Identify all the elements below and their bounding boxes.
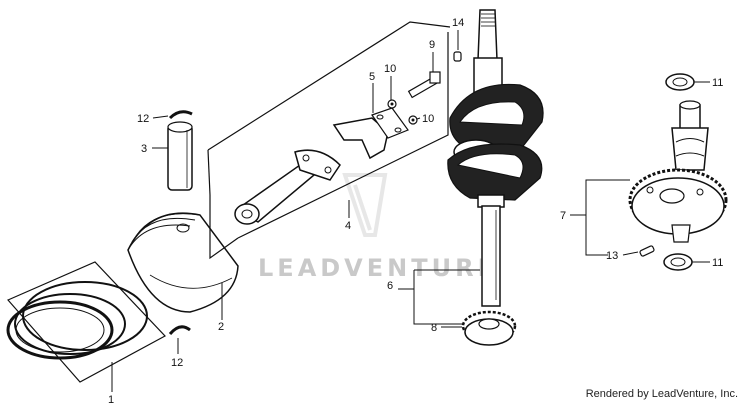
callout-2: 2 <box>218 321 224 333</box>
callout-6: 6 <box>387 280 393 292</box>
rod-bolt <box>407 71 441 99</box>
connecting-rod-assembly <box>207 21 451 260</box>
callout-1: 1 <box>108 394 114 406</box>
callout-9: 9 <box>429 39 435 51</box>
pin-clip-top <box>168 110 193 120</box>
crank-gear <box>461 310 517 346</box>
render-credit: Rendered by LeadVenture, Inc. <box>585 388 738 400</box>
pin-clip-bottom <box>168 325 191 335</box>
cam-washer-bottom <box>663 253 693 271</box>
cam-washer-top <box>665 73 695 91</box>
callout-12-lower: 12 <box>171 357 183 369</box>
piston-pin <box>167 121 193 191</box>
callout-11-lower: 11 <box>712 257 723 269</box>
callout-10-lower: 10 <box>422 113 434 125</box>
callout-8: 8 <box>431 322 437 334</box>
callout-14: 14 <box>452 17 464 29</box>
callout-13: 13 <box>606 250 618 262</box>
callout-12-upper: 12 <box>137 113 149 125</box>
callout-10-upper: 10 <box>384 63 396 75</box>
callout-7: 7 <box>560 210 566 222</box>
watermark-text: LEADVENTURE <box>258 254 498 282</box>
callout-5: 5 <box>369 71 375 83</box>
camshaft <box>628 100 728 243</box>
callout-11-upper: 11 <box>712 77 723 89</box>
washer-lower <box>408 115 418 125</box>
crankshaft <box>447 9 544 307</box>
leader-lines <box>111 30 710 392</box>
piston-rings <box>6 261 166 383</box>
leadventure-watermark-logo <box>342 173 388 237</box>
cam-pin <box>639 245 655 257</box>
callout-4: 4 <box>345 220 351 232</box>
washer-upper <box>387 99 397 109</box>
callout-3: 3 <box>141 143 147 155</box>
woodruff-key <box>453 51 462 62</box>
